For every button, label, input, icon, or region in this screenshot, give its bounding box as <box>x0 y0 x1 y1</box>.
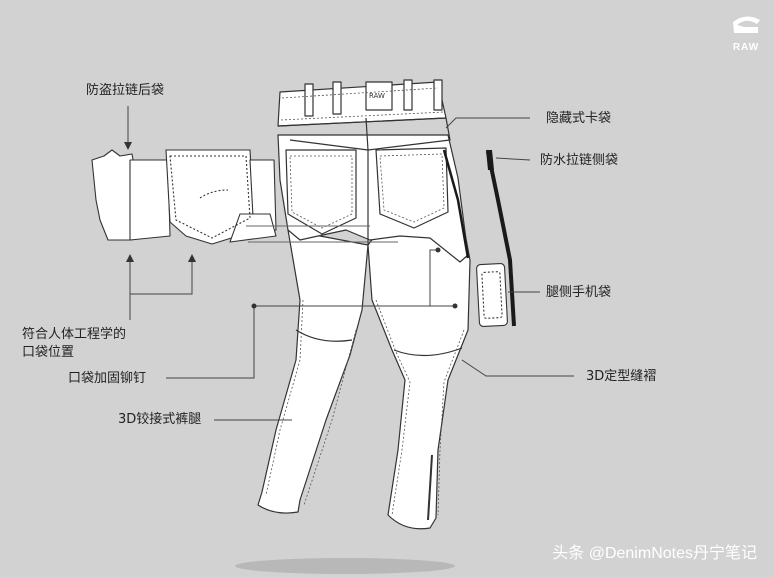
ankle-zip-right <box>427 454 433 521</box>
pocket-lining <box>129 159 171 241</box>
label-ergonomic-position-line1: 符合人体工程学的 <box>22 327 127 342</box>
stitch-details <box>265 87 465 516</box>
pants-back-view <box>257 79 471 530</box>
leader-lines <box>127 106 574 421</box>
brand-logo-text: RAW <box>732 42 760 53</box>
left-knee-panel <box>295 329 353 342</box>
label-anti-theft-zip-back-pocket: 防盗拉链后袋 <box>86 83 165 98</box>
label-shaped-3d-seam-pleat: 3D定型缝褶 <box>586 369 657 384</box>
label-waterproof-zip-side-pocket: 防水拉链侧袋 <box>540 153 619 168</box>
right-knee-panel <box>393 347 463 357</box>
leader-arrows <box>124 142 458 309</box>
label-ergonomic-position-line2: 口袋位置 <box>22 345 75 360</box>
watermark: 头条 @DenimNotes丹宁笔记 <box>552 545 757 562</box>
detached-zip <box>486 150 516 327</box>
brand-patch <box>365 81 393 111</box>
belt-loop-2 <box>332 81 342 115</box>
back-pocket-right <box>375 147 449 229</box>
label-pocket-reinforcement-rivets: 口袋加固铆钉 <box>68 371 147 386</box>
phone-pocket <box>476 262 508 328</box>
belt-loop-1 <box>304 83 314 117</box>
belt-loop-4 <box>433 79 443 111</box>
yoke <box>277 117 451 151</box>
label-spliced-3d-leg: 3D铰接式裤腿 <box>118 412 202 427</box>
brand-logo-icon <box>733 16 760 33</box>
side-zip <box>442 149 470 259</box>
left-leg <box>257 229 369 514</box>
pocket-flap <box>229 213 277 243</box>
label-leg-side-phone-pocket: 腿侧手机袋 <box>546 285 612 300</box>
pocket-stitch-outline <box>169 155 251 239</box>
ground-shadow <box>235 558 455 574</box>
detached-pocket-assembly <box>91 149 277 245</box>
label-hidden-card-pocket: 隐藏式卡袋 <box>546 111 612 126</box>
patch-text: RAW <box>369 92 385 100</box>
center-back-seam <box>365 117 369 245</box>
belt-loop-3 <box>403 79 413 111</box>
